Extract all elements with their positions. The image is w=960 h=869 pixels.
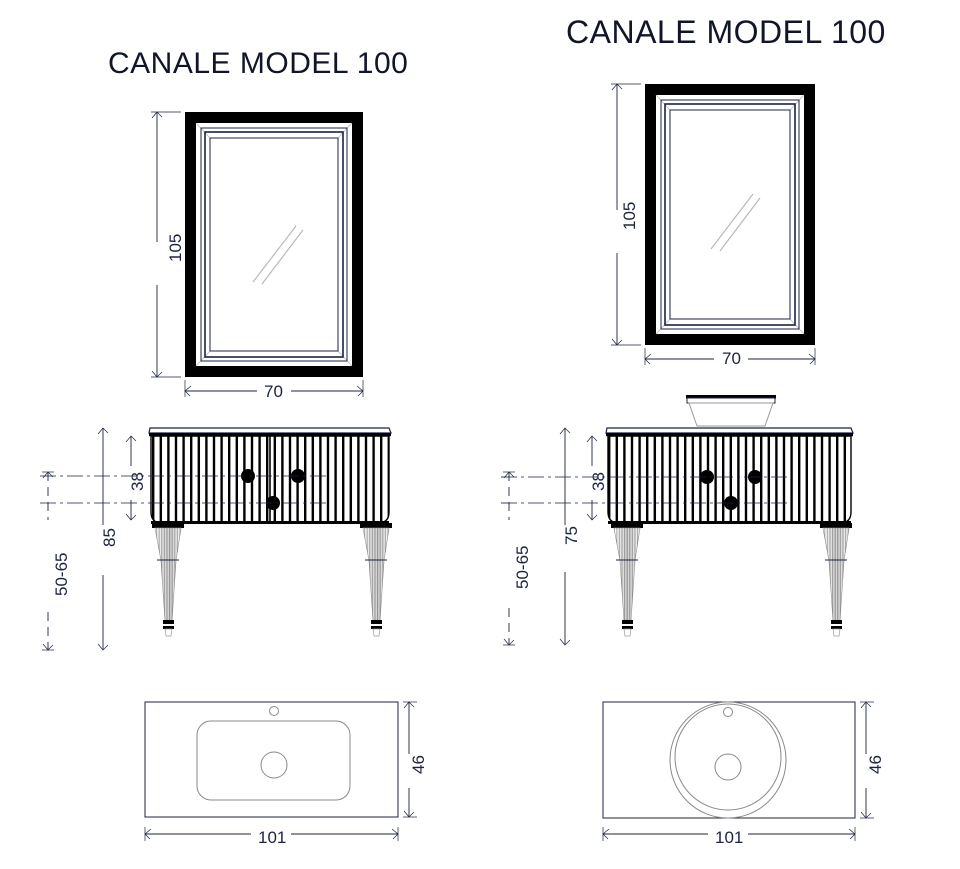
right-vanity-vessel-basin — [686, 395, 776, 427]
left-vanity-leg-left — [152, 523, 184, 637]
left-mirror-step-1 — [200, 127, 348, 362]
left-vanity-knob-3[interactable] — [266, 496, 280, 510]
right-vanity-counter-edge — [606, 433, 853, 437]
right-vanity-base-edge — [608, 521, 851, 524]
left-vanity-base-edge — [151, 521, 389, 524]
left-mirror-bevels — [195, 122, 353, 367]
right-plan-drain — [714, 753, 742, 781]
right-vanity-knob-1[interactable] — [700, 470, 714, 484]
right-plan-tap-hole — [723, 707, 733, 717]
left-plan-drain — [260, 751, 288, 779]
right-mirror-reflection-icon — [710, 193, 761, 252]
left-vanity-countertop — [148, 427, 392, 434]
dim-right-mirror-width: 70 — [722, 349, 741, 368]
right-mirror-step-2 — [664, 103, 796, 326]
right-plan-basin-inner — [674, 703, 782, 811]
left-plan-tap-hole — [269, 706, 279, 716]
left-mirror-dimensions — [151, 111, 364, 397]
right-vanity-cabinet-front — [607, 435, 852, 524]
left-vanity-group — [148, 427, 392, 637]
left-mirror-reflection-icon — [252, 225, 304, 285]
right-vanity-countertop — [605, 427, 854, 434]
right-mirror-group — [645, 84, 815, 345]
left-vanity-leg-right — [360, 523, 392, 637]
dim-left-mirror-width: 70 — [264, 382, 283, 401]
right-mirror-bevels — [655, 94, 805, 335]
right-mirror-step-1 — [660, 99, 800, 330]
right-vanity-leg-left — [611, 523, 643, 637]
right-mirror-glass — [669, 109, 791, 320]
page-title-left: CANALE MODEL 100 — [108, 47, 409, 80]
page-title-right: CANALE MODEL 100 — [566, 14, 886, 50]
right-vanity-leg-right — [820, 523, 852, 637]
left-plan-dimensions — [144, 701, 417, 841]
right-plan-group — [602, 701, 856, 819]
dim-left-plan-width: 101 — [258, 828, 287, 847]
left-vanity-dimensions — [40, 427, 330, 651]
left-mirror-step-2 — [204, 131, 344, 358]
right-vanity-group — [605, 395, 854, 637]
left-vanity-counter-edge — [149, 433, 391, 437]
left-mirror-group — [185, 112, 363, 377]
right-mirror-dimensions — [611, 83, 816, 365]
dim-right-plan-width: 101 — [715, 828, 744, 847]
right-plan-dimensions — [602, 701, 874, 841]
left-vanity-knob-1[interactable] — [241, 469, 255, 483]
left-mirror-glass — [209, 137, 339, 352]
left-plan-group — [144, 701, 399, 818]
right-vanity-dimensions — [501, 427, 790, 646]
